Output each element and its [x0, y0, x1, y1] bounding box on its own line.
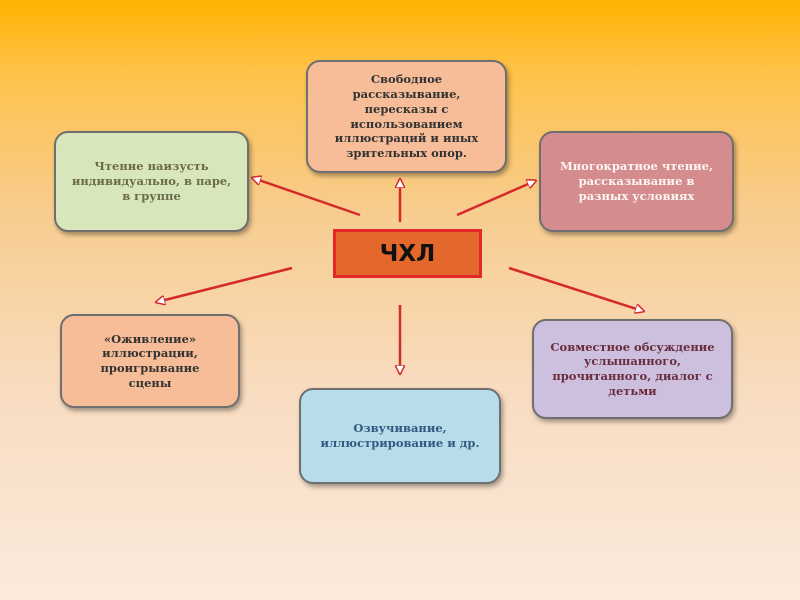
node-line: иллюстраций и иных — [334, 131, 479, 146]
node-line: Свободное — [370, 72, 443, 87]
node-line: Многократное чтение, — [560, 159, 713, 174]
arrow-to-top-left — [253, 178, 361, 217]
node-line: Озвучивание, — [353, 421, 447, 436]
node-line: услышанного, — [583, 354, 682, 369]
node-line: «Оживление» — [103, 331, 197, 346]
arrow-to-bottom-right — [508, 266, 643, 311]
node-line: рассказывание в — [578, 174, 695, 189]
node-line: прочитанного, диалог с — [552, 369, 713, 383]
node-line: детьми — [608, 383, 657, 398]
node-line: проигрывание — [100, 361, 200, 375]
node-line: иллюстрации, — [102, 346, 198, 361]
node-line: Совместное обсуждение — [550, 339, 715, 354]
node-line: Чтение наизусть — [94, 159, 209, 174]
node-line: рассказывание, — [352, 87, 461, 102]
center-node-chkhl: ЧХЛ — [333, 229, 482, 278]
node-line: зрительных опор. — [346, 145, 467, 160]
node-joint-discussion: Совместное обсуждение услышанного, прочи… — [532, 319, 733, 419]
arrow-to-bottom-left — [157, 266, 293, 302]
node-voicing-illustrating: Озвучивание, иллюстрирование и др. — [299, 388, 501, 484]
node-reading-by-heart: Чтение наизусть индивидуально, в паре, в… — [54, 131, 249, 232]
node-animating-illustration: «Оживление» иллюстрации, проигрывание сц… — [60, 314, 240, 408]
arrow-to-top-right — [456, 181, 535, 217]
node-line: пересказы с — [364, 101, 449, 116]
node-line: использованием — [350, 116, 463, 131]
node-line: индивидуально, в паре, — [71, 174, 232, 189]
center-label: ЧХЛ — [379, 240, 436, 267]
node-line: сцены — [128, 375, 172, 390]
node-line: в группе — [122, 188, 181, 203]
node-line: разных условиях — [578, 188, 695, 203]
node-repeated-reading: Многократное чтение, рассказывание в раз… — [539, 131, 734, 232]
node-line: иллюстрирование и др. — [320, 436, 480, 450]
node-free-retelling: Свободное рассказывание, пересказы с исп… — [306, 60, 507, 173]
